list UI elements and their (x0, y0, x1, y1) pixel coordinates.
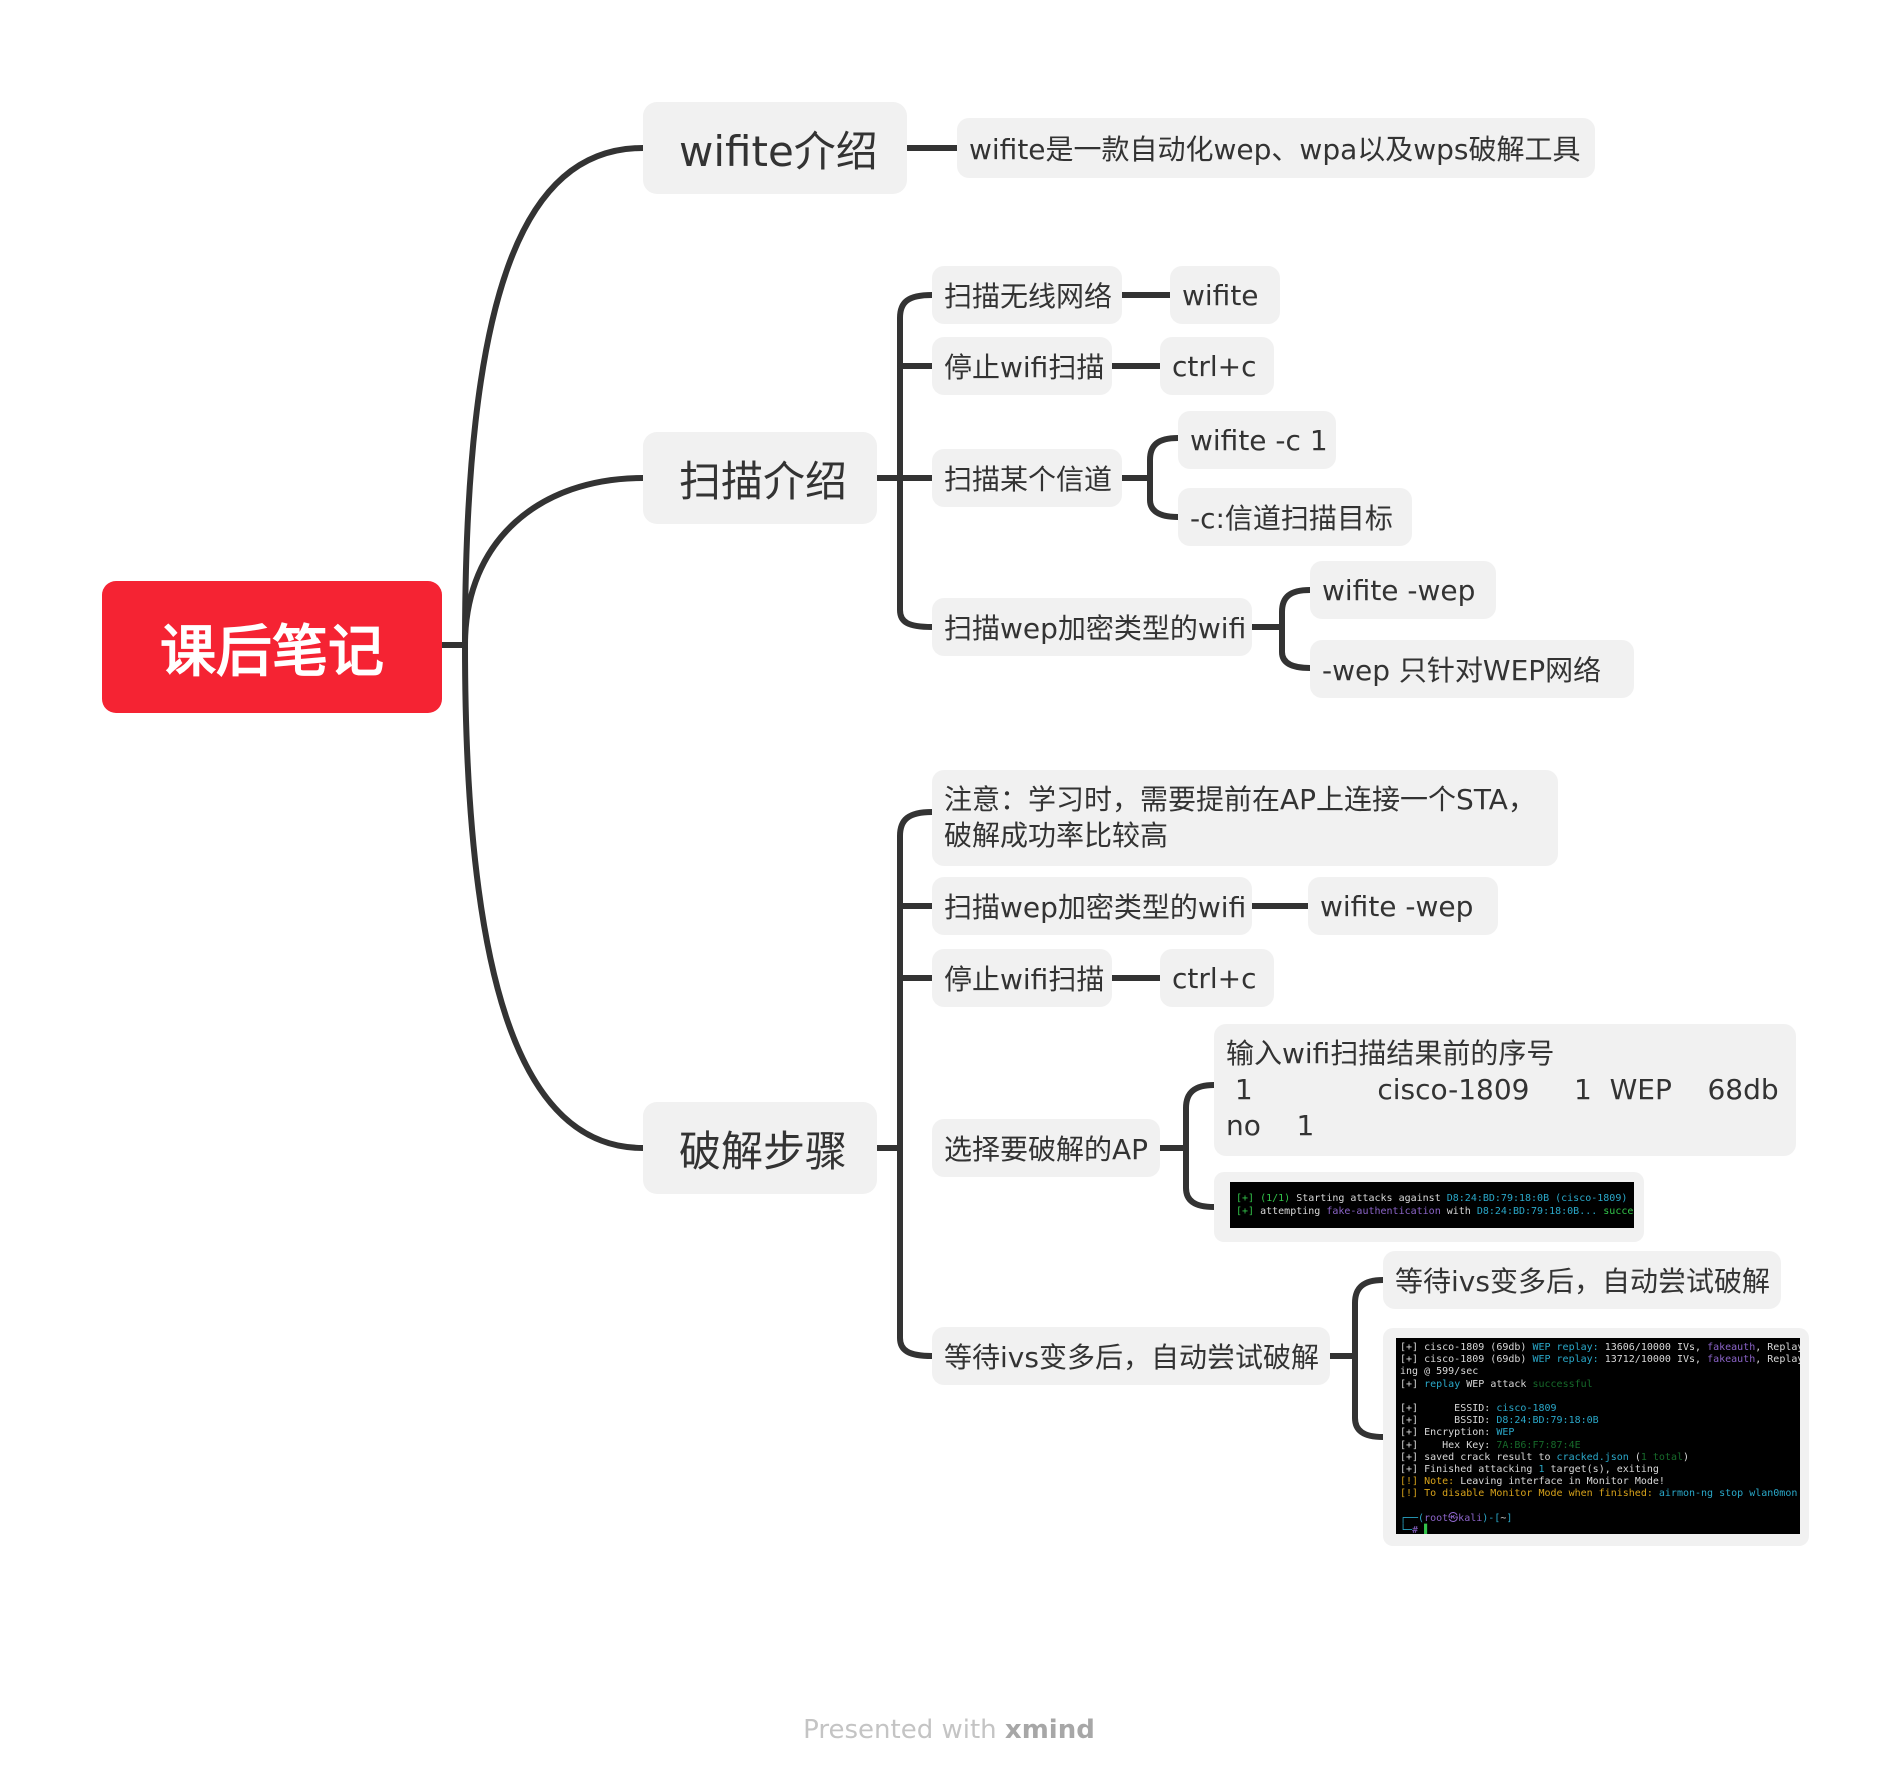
terminal-line: [+] cisco-1809 (69db) WEP replay: 13712/… (1400, 1354, 1800, 1366)
terminal-line: [+] saved crack result to cracked.json (… (1400, 1451, 1690, 1463)
crack-item-scan-wep[interactable]: 扫描wep加密类型的wifi (932, 877, 1252, 935)
crack-item-wait-ivs-child[interactable]: 等待ivs变多后，自动尝试破解 (1383, 1251, 1781, 1309)
terminal-line: └─# ▌ (1400, 1525, 1431, 1534)
terminal-blank (1400, 1391, 1796, 1403)
scan-item-scan-wep[interactable]: 扫描wep加密类型的wifi (932, 598, 1252, 656)
xmind-logo: xmind (1004, 1715, 1095, 1745)
crack-note[interactable]: 注意：学习时，需要提前在AP上连接一个STA， 破解成功率比较高 (932, 770, 1558, 866)
scan-item-scan-wireless-cmd[interactable]: wifite (1170, 266, 1280, 324)
scan-item-stop-scan[interactable]: 停止wifi扫描 (932, 337, 1112, 395)
scan-item-scan-channel-cmd[interactable]: wifite -c 1 (1178, 411, 1336, 469)
crack-item-wait-ivs[interactable]: 等待ivs变多后，自动尝试破解 (932, 1327, 1330, 1385)
branch-crack-steps[interactable]: 破解步骤 (643, 1102, 877, 1194)
terminal-line: [+] Encryption: WEP (1400, 1427, 1515, 1439)
branch-scan-intro[interactable]: 扫描介绍 (643, 432, 877, 524)
root-topic[interactable]: 课后笔记 (102, 581, 442, 713)
terminal-line: [+] attempting fake-authentication with … (1236, 1206, 1634, 1217)
terminal-line: ing @ 599/sec (1400, 1366, 1479, 1378)
terminal-line: ┌──(root㉿kali)-[~] (1400, 1512, 1513, 1524)
intro-description[interactable]: wifite是一款自动化wep、wpa以及wps破解工具 (957, 118, 1595, 178)
terminal-line: [!] To disable Monitor Mode when finishe… (1400, 1488, 1798, 1500)
terminal-line: [+] BSSID: D8:24:BD:79:18:0B (1400, 1415, 1599, 1427)
scan-item-scan-channel-desc[interactable]: -c:信道扫描目标 (1178, 488, 1412, 546)
terminal-line: [+] cisco-1809 (69db) WEP replay: 13606/… (1400, 1342, 1800, 1353)
terminal-screenshot-large: [+] cisco-1809 (69db) WEP replay: 13606/… (1396, 1338, 1800, 1534)
crack-item-stop-scan-cmd[interactable]: ctrl+c (1160, 949, 1274, 1007)
scan-item-scan-wep-cmd[interactable]: wifite -wep (1310, 561, 1496, 619)
crack-item-stop-scan[interactable]: 停止wifi扫描 (932, 949, 1112, 1007)
scan-item-stop-scan-cmd[interactable]: ctrl+c (1160, 337, 1274, 395)
terminal-blank (1400, 1501, 1796, 1513)
crack-item-scan-wep-cmd[interactable]: wifite -wep (1308, 877, 1498, 935)
terminal-line: [+] replay WEP attack successful (1400, 1378, 1593, 1390)
crack-item-select-ap[interactable]: 选择要破解的AP (932, 1119, 1160, 1177)
crack-item-select-ap-detail[interactable]: 输入wifi扫描结果前的序号 1 cisco-1809 1 WEP 68db n… (1214, 1024, 1796, 1156)
presented-with-footer: Presented with xmind (0, 1715, 1898, 1745)
terminal-screenshot-small: [+] (1/1) Starting attacks against D8:24… (1230, 1182, 1634, 1228)
terminal-line: [+] ESSID: cisco-1809 (1400, 1403, 1557, 1415)
scan-item-scan-wireless[interactable]: 扫描无线网络 (932, 266, 1122, 324)
terminal-line: [+] (1/1) Starting attacks against D8:24… (1236, 1193, 1628, 1204)
terminal-line: [+] Hex Key: 7A:B6:F7:87:4E (1400, 1439, 1581, 1451)
terminal-line: [+] Finished attacking 1 target(s), exit… (1400, 1464, 1659, 1476)
scan-item-scan-wep-desc[interactable]: -wep 只针对WEP网络 (1310, 640, 1634, 698)
scan-item-scan-channel[interactable]: 扫描某个信道 (932, 449, 1122, 507)
terminal-line: [!] Note: Leaving interface in Monitor M… (1400, 1476, 1665, 1488)
branch-wifite-intro[interactable]: wifite介绍 (643, 102, 907, 194)
footer-prefix: Presented with (803, 1715, 1005, 1745)
